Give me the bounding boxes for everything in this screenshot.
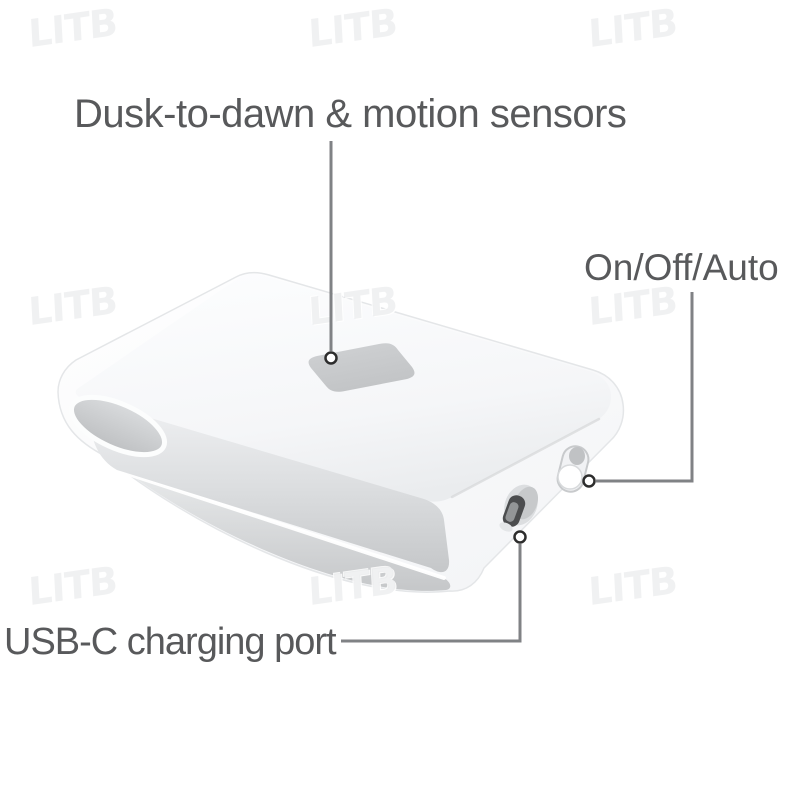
mode-button-groove-shadow <box>569 447 585 465</box>
device-end-cap <box>68 394 168 458</box>
usb-slot-tongue <box>505 502 519 522</box>
mode-button <box>556 445 590 493</box>
device-bottom-edge <box>105 454 451 591</box>
device-bottom-seam-highlight <box>114 468 446 580</box>
mode-leader-line <box>596 292 694 483</box>
mode-point-marker <box>582 474 596 488</box>
usb-port-lower-rim <box>499 522 513 532</box>
usb-leader-line <box>341 544 522 643</box>
usb-label: USB-C charging port <box>4 621 337 663</box>
mode-button-knob <box>557 464 583 490</box>
device-front-face <box>90 400 450 573</box>
mode-label: On/Off/Auto <box>584 247 779 288</box>
sensor-point-marker <box>324 351 338 365</box>
usb-point-marker <box>513 530 527 544</box>
usb-c-port <box>499 484 539 532</box>
sensor-label: Dusk-to-dawn & motion sensors <box>74 92 627 136</box>
device-right-edge-crease <box>450 417 601 499</box>
